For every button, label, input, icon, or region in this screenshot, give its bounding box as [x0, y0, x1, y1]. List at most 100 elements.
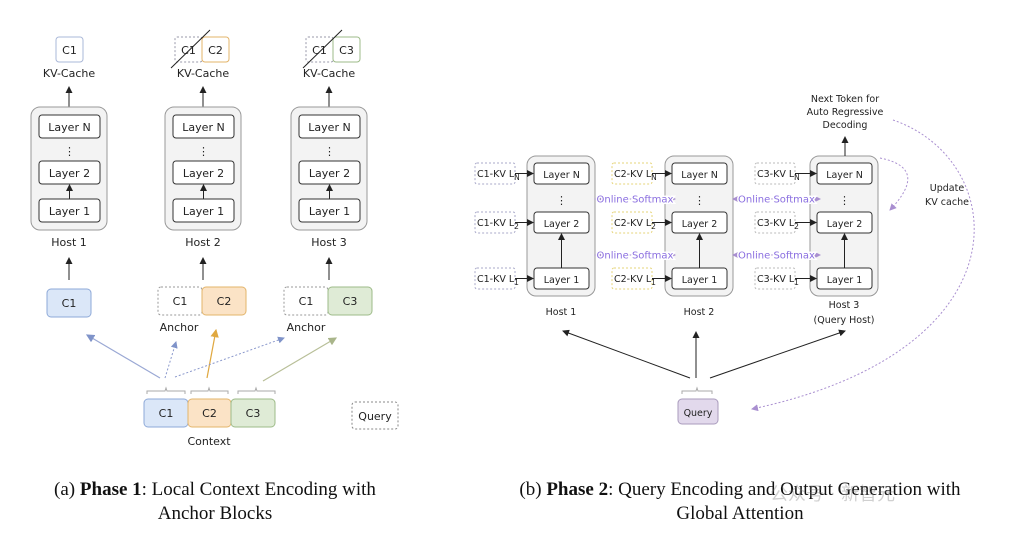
caption-phase1: (a) Phase 1: Local Context Encoding with… [0, 478, 430, 526]
anchor-label: Anchor [160, 321, 199, 334]
kv-cache-label: KV-Cache [43, 67, 96, 80]
brace-query [681, 386, 713, 394]
host-label: Host 1 [546, 307, 577, 318]
layer-label: Layer 2 [682, 219, 718, 230]
caption-prefix: (b) [519, 479, 547, 500]
kv-label-base: C1-KV L [477, 218, 515, 229]
layer-label: Layer 1 [827, 275, 863, 286]
kv-cache-block-label: C1 [312, 44, 327, 57]
input-block-label: C2 [217, 295, 232, 308]
layer-1-box [172, 198, 235, 223]
input-block-c2 [201, 286, 247, 316]
kv-cache-block-label: C3 [339, 44, 354, 57]
phase1-panel: C1 KV-Cache Layer N ⋮ Layer 2 Layer 1 Ho… [30, 29, 399, 448]
layer-label: Layer N [543, 170, 580, 181]
query-label: Query [358, 410, 392, 423]
arrow-c1-anchor-host2 [164, 341, 178, 379]
layer-label: Layer 2 [544, 219, 580, 230]
kv-label-subscript: N [794, 173, 800, 182]
layer-ellipsis: ⋮ [839, 194, 850, 207]
caption-line2: Global Attention [676, 503, 804, 524]
layer-ellipsis: ⋮ [198, 145, 209, 158]
kv-cache-box [754, 267, 796, 290]
kv-cache-box [474, 267, 516, 290]
next-token-label-line3: Decoding [823, 120, 868, 131]
kv-label-subscript: N [651, 173, 657, 182]
caption-text: : Query Encoding and Output Generation w… [608, 479, 961, 500]
context-block-label: C3 [246, 407, 261, 420]
kv-cache-block-c1 [55, 36, 84, 63]
layer-box [671, 162, 728, 185]
kv-label-base: C2-KV L [614, 169, 652, 180]
layer-ellipsis: ⋮ [694, 194, 705, 207]
layer-1-label: Layer 1 [309, 205, 350, 218]
layer-1-box [298, 198, 361, 223]
update-kv-cache-arrow [879, 157, 909, 211]
kv-cache-box [474, 162, 516, 185]
kv-label-base: C3-KV L [757, 218, 795, 229]
kv-cache-label: C3-KV LN [757, 169, 800, 182]
brace-c3 [237, 386, 276, 394]
host-label: Host 3 [829, 300, 860, 311]
layer-label: Layer N [826, 170, 863, 181]
kv-cache-box [611, 162, 653, 185]
layer-1-label: Layer 1 [183, 205, 224, 218]
kv-cache-label: C1-KV L2 [477, 218, 519, 231]
query-host-label: (Query Host) [814, 315, 875, 326]
online-softmax-label: Online Softmax [738, 195, 815, 206]
input-block-label: C1 [62, 297, 77, 310]
layer-2-label: Layer 2 [183, 167, 224, 180]
kv-label-base: C2-KV L [614, 274, 652, 285]
kv-label-base: C1-KV L [477, 169, 515, 180]
layer-2-label: Layer 2 [49, 167, 90, 180]
caption-phase2: (b) Phase 2: Query Encoding and Output G… [460, 478, 1020, 526]
kv-cache-box [611, 267, 653, 290]
phase1-host-2: C1 C2 KV-Cache Layer N ⋮ Layer 2 Layer 1… [157, 29, 247, 334]
context-block-label: C2 [202, 407, 217, 420]
kv-label-subscript: 2 [651, 222, 656, 231]
arrow-c1-anchor-host3 [174, 336, 285, 378]
layer-label: Layer N [681, 170, 718, 181]
input-block-label: C3 [343, 295, 358, 308]
layer-box [816, 162, 873, 185]
phase1-host-1: C1 KV-Cache Layer N ⋮ Layer 2 Layer 1 Ho… [30, 36, 108, 318]
context-label: Context [187, 435, 231, 448]
layer-n-box [38, 114, 101, 139]
layer-n-box [172, 114, 235, 139]
layer-n-label: Layer N [48, 121, 90, 134]
kv-cache-label: C2-KV L1 [614, 274, 656, 287]
layer-box [533, 162, 590, 185]
kv-label-subscript: 1 [514, 278, 519, 287]
caption-bold: Phase 2 [546, 479, 609, 500]
kv-cache-block-c2 [201, 36, 230, 63]
context-block-c3 [230, 398, 276, 428]
online-softmax-label: Online Softmax [597, 195, 674, 206]
kv-label-subscript: 1 [651, 278, 656, 287]
kv-label-subscript: 1 [794, 278, 799, 287]
caption-bold: Phase 1 [79, 479, 142, 500]
arrow-c1-to-host1 [85, 334, 161, 379]
layer-label: Layer 1 [544, 275, 580, 286]
strike-through-line [170, 29, 211, 69]
anchor-label: Anchor [287, 321, 326, 334]
kv-cache-block-label: C2 [208, 44, 223, 57]
layer-n-box [298, 114, 361, 139]
input-block-c3 [327, 286, 373, 316]
kv-label-subscript: N [514, 173, 520, 182]
layer-label: Layer 2 [827, 219, 863, 230]
kv-cache-label: KV-Cache [177, 67, 230, 80]
host-label: Host 3 [311, 236, 347, 249]
kv-label-base: C3-KV L [757, 274, 795, 285]
strike-through-line [302, 29, 343, 69]
next-token-label-line1: Next Token for [811, 94, 879, 105]
update-kv-label-line2: KV cache [925, 197, 969, 208]
layer-n-label: Layer N [308, 121, 350, 134]
kv-label-base: C3-KV L [757, 169, 795, 180]
query-block-pending [351, 401, 399, 430]
anchor-block-label: C1 [173, 295, 188, 308]
layer-ellipsis: ⋮ [324, 145, 335, 158]
kv-cache-box [754, 162, 796, 185]
layer-label: Layer 1 [682, 275, 718, 286]
kv-label-subscript: 2 [794, 222, 799, 231]
kv-cache-label: C2-KV LN [614, 169, 657, 182]
